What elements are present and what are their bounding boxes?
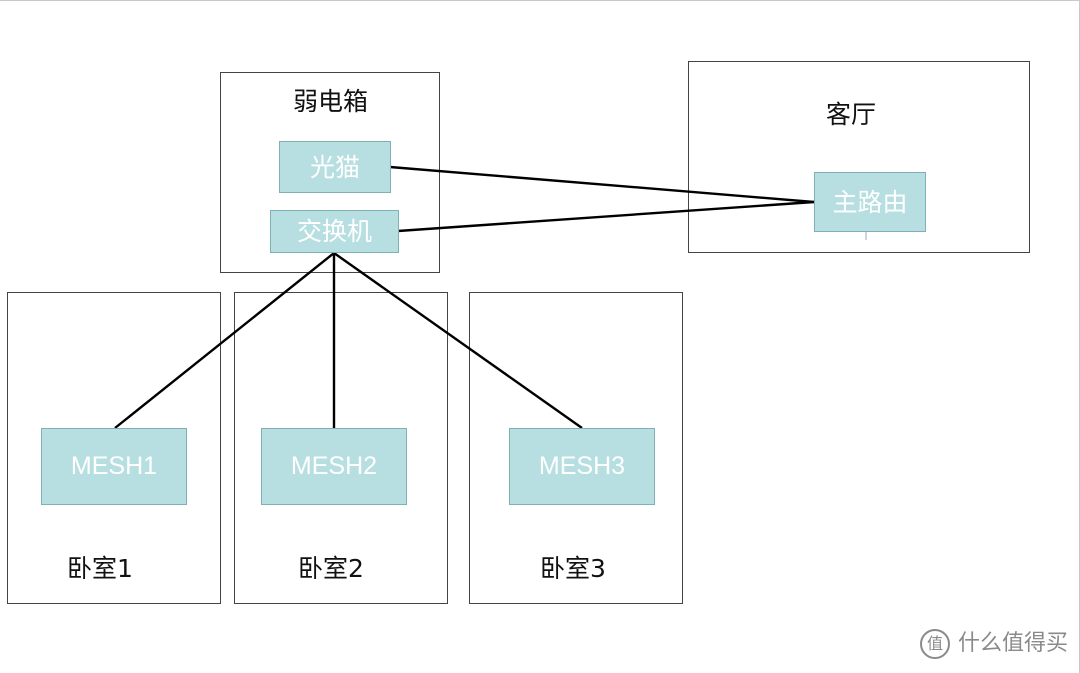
room-label-living-room: 客厅 — [826, 100, 877, 129]
main-router-box: 主路由 — [814, 172, 926, 232]
room-label-bedroom1: 卧室1 — [67, 554, 133, 583]
room-label-bedroom3: 卧室3 — [540, 554, 606, 583]
frame-top-edge — [0, 0, 1080, 1]
mesh1-box: MESH1 — [41, 428, 187, 505]
mesh2-box: MESH2 — [261, 428, 407, 505]
mesh3-box: MESH3 — [509, 428, 655, 505]
watermark-text: 什么值得买 — [957, 631, 1068, 656]
room-label-bedroom2: 卧室2 — [298, 554, 364, 583]
watermark: 值 什么值得买 — [919, 629, 1068, 659]
room-living-room — [688, 61, 1030, 253]
modem-box: 光猫 — [279, 141, 391, 193]
switch-box: 交换机 — [270, 210, 399, 253]
watermark-logo-icon: 值 — [919, 629, 950, 659]
room-bedroom1 — [7, 292, 221, 604]
room-label-weak-box: 弱电箱 — [293, 87, 369, 116]
